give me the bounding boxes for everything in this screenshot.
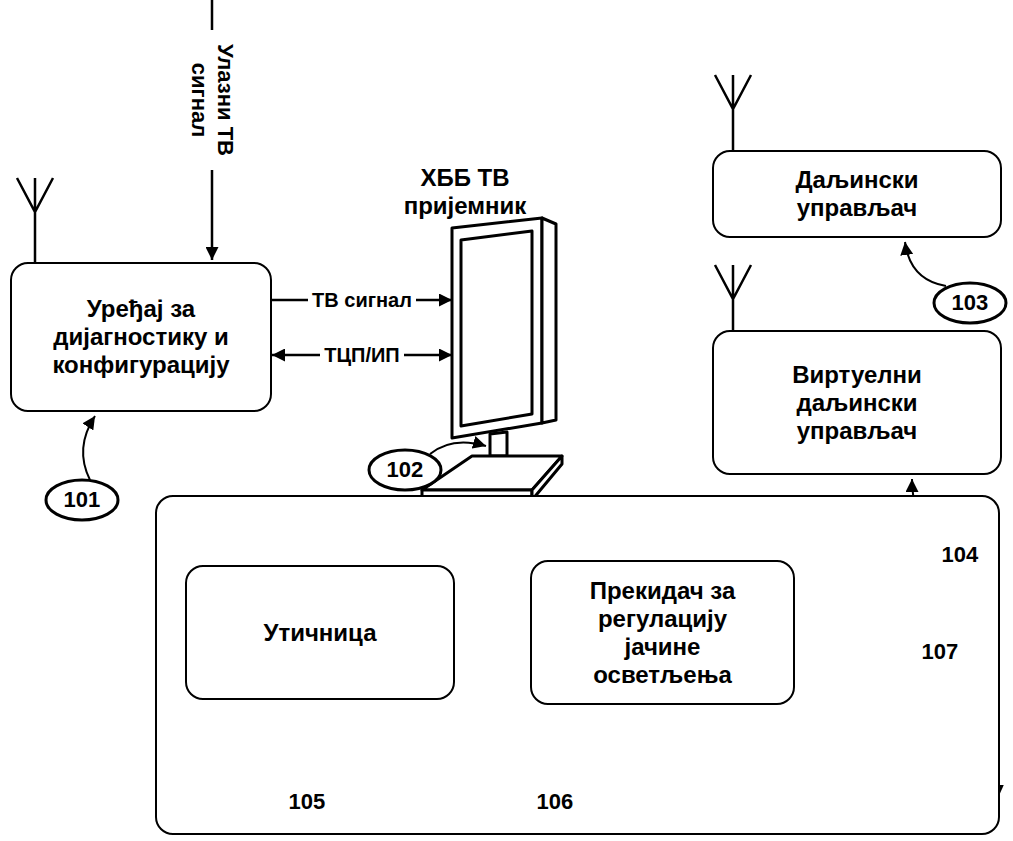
leader-line xyxy=(83,416,95,480)
callout-oval xyxy=(934,283,1006,323)
group-box: Утичница Прекидач за регулацију јачине ос… xyxy=(155,495,1000,835)
device-box: Уређај за дијагностику и конфигурацију xyxy=(10,262,272,412)
dimmer-switch-box: Прекидач за регулацију јачине осветљења xyxy=(530,560,795,705)
virtual-remote-box: Виртуелни даљински управљач xyxy=(712,330,1002,475)
callout-number: 102 xyxy=(387,457,424,483)
box-label: Утичница xyxy=(263,619,376,647)
tv-frame xyxy=(452,218,542,438)
tv-base-side xyxy=(532,456,562,500)
leader-line xyxy=(430,442,486,454)
tv-side xyxy=(542,218,556,423)
signal-label: Улазни ТВ сигнал xyxy=(186,30,238,170)
box-label: Прекидач за регулацију јачине осветљења xyxy=(563,577,763,689)
antenna-symbol xyxy=(715,265,751,330)
antenna-symbol xyxy=(17,178,53,262)
callout-number: 106 xyxy=(537,789,574,815)
connector-label: ТЦП/ИП xyxy=(320,343,404,367)
socket-box: Утичница xyxy=(185,565,455,700)
callout-oval xyxy=(46,480,118,520)
callout-number: 107 xyxy=(922,639,959,665)
callout-number: 104 xyxy=(942,542,979,568)
tv-neck xyxy=(490,432,507,456)
tv-receiver: ХББ ТВ пријемник xyxy=(452,228,557,503)
connector-label: ТВ сигнал xyxy=(308,288,416,312)
callout-number: 105 xyxy=(289,789,326,815)
callout-number: 101 xyxy=(64,487,101,513)
leader-line xyxy=(905,242,946,286)
callout-number: 103 xyxy=(952,290,989,316)
box-label: Даљински управљач xyxy=(772,166,942,222)
tv-screen xyxy=(461,231,532,426)
antenna-symbol xyxy=(715,75,751,150)
device-heading: ХББ ТВ пријемник xyxy=(390,164,540,220)
box-label: Виртуелни даљински управљач xyxy=(752,361,962,445)
box-label: Уређај за дијагностику и конфигурацију xyxy=(31,295,251,379)
callout-oval xyxy=(369,450,441,490)
remote-control-box: Даљински управљач xyxy=(712,150,1002,238)
